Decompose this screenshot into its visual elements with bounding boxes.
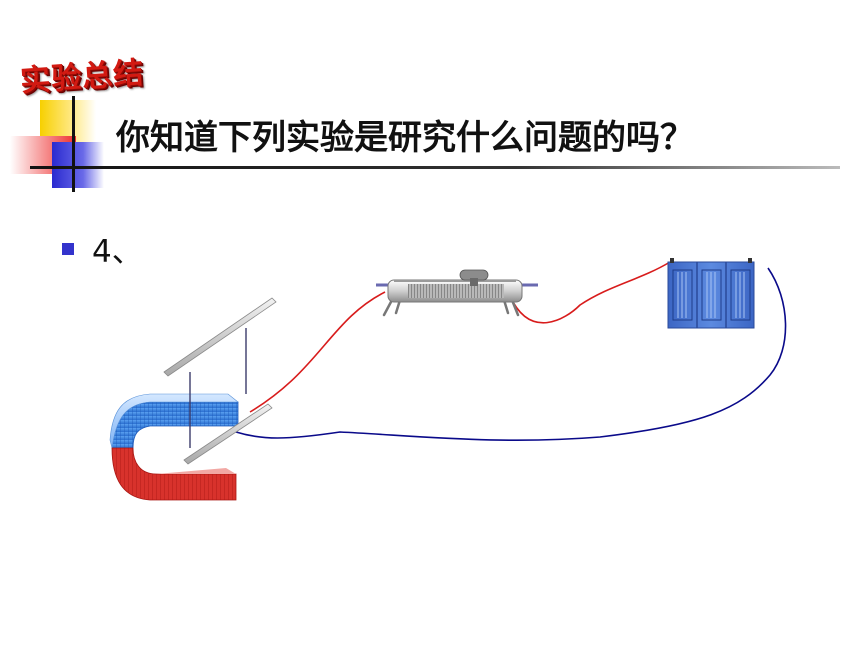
u-shaped-magnet bbox=[109, 393, 239, 501]
metal-rails bbox=[163, 297, 277, 465]
sliding-rheostat bbox=[376, 269, 538, 317]
bullet-marker bbox=[62, 243, 74, 255]
decor-blue-block bbox=[52, 142, 104, 188]
item-number: 4、 bbox=[92, 234, 143, 270]
battery-pack bbox=[667, 258, 755, 329]
blue-wire bbox=[235, 267, 787, 442]
red-wire bbox=[249, 261, 671, 413]
page-title: 你知道下列实验是研究什么问题的吗？ bbox=[116, 118, 694, 158]
title-underline bbox=[30, 166, 840, 169]
decor-vertical-line bbox=[72, 96, 75, 192]
